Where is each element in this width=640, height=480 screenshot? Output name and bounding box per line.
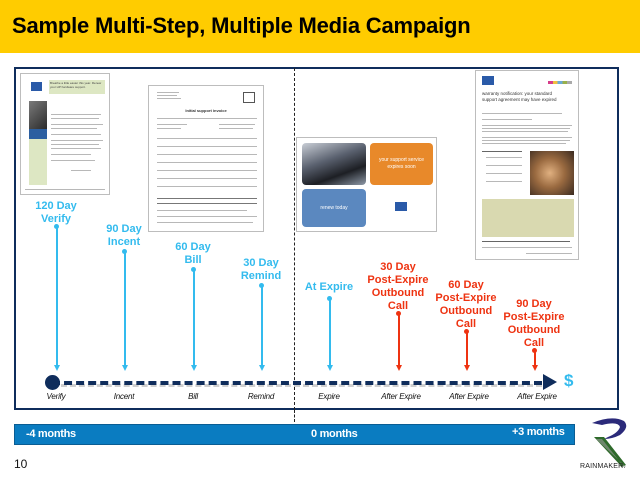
postcard-blue-panel: renew today [302, 189, 366, 227]
pre-expire-arrow-icon [259, 365, 265, 371]
post-expire-step-label-line: Post-Expire [367, 274, 429, 286]
month-label-end: +3 months [512, 426, 565, 438]
pre-expire-step-label: At Expire [289, 281, 369, 294]
pre-expire-step-label-line: At Expire [304, 281, 354, 293]
month-label-center: 0 months [311, 428, 358, 440]
title-bar: Sample Multi-Step, Multiple Media Campai… [0, 0, 640, 53]
post-expire-arrow-icon [396, 365, 402, 371]
pre-expire-step-connector [124, 251, 126, 365]
pre-expire-arrow-icon [191, 365, 197, 371]
timeline-axis [52, 381, 542, 385]
expiration-divider [294, 68, 295, 410]
letter-2-photo [530, 151, 574, 195]
color-swatches [548, 81, 572, 84]
letter-headline-box: Breathe a little easier this year. Renew… [49, 80, 105, 94]
thumbnail-postcard-expire: your support service expires soon renew … [296, 137, 437, 232]
letter-photo [29, 101, 47, 129]
hp-logo-icon [31, 82, 42, 91]
post-expire-step-label-line: Outbound [439, 305, 493, 317]
pre-expire-step-label-line: Verify [41, 213, 71, 225]
postcard-orange-text: your support service expires soon [378, 157, 425, 170]
hp-logo-icon [395, 202, 407, 211]
post-expire-step-label-line: Call [455, 318, 477, 330]
letter-2-green-box [482, 199, 574, 237]
pre-expire-step-label-line: Remind [240, 270, 282, 282]
timeline-start-dot [45, 375, 60, 390]
hp-logo-icon [243, 92, 255, 103]
dollar-icon: $ [564, 371, 574, 390]
axis-tick-label: After Expire [449, 392, 489, 401]
post-expire-step-connector [534, 350, 536, 365]
axis-tick-label: Expire [318, 392, 340, 401]
pre-expire-step-label-line: 60 Day [175, 241, 211, 253]
page-title: Sample Multi-Step, Multiple Media Campai… [12, 13, 471, 38]
rainmaker-logo-icon [592, 418, 627, 467]
axis-tick-label: Remind [247, 392, 275, 401]
rainmaker-logo-text: RAINMAKER. [580, 463, 626, 470]
axis-tick-label: After Expire [517, 392, 557, 401]
post-expire-step-connector [466, 331, 468, 365]
postcard-photo [302, 143, 366, 185]
month-bar: -4 months 0 months +3 months [14, 424, 575, 445]
letter-headline: Breathe a little easier this year. Renew… [50, 81, 102, 89]
thumbnail-invoice-bill: Initial support invoice [148, 85, 264, 232]
axis-tick-label: After Expire [381, 392, 421, 401]
pre-expire-step-label-line: 90 Day [106, 223, 142, 235]
post-expire-step-label-line: Post-Expire [435, 292, 497, 304]
month-label-start: -4 months [26, 428, 76, 440]
thumbnail-letter-post-expire: warranty notification: your standard sup… [475, 70, 579, 260]
page-number: 10 [14, 457, 28, 471]
postcard-orange-panel: your support service expires soon [370, 143, 433, 185]
post-expire-step-label-line: Outbound [371, 287, 425, 299]
post-expire-arrow-icon [464, 365, 470, 371]
post-expire-step-connector [398, 313, 400, 365]
pre-expire-arrow-icon [327, 365, 333, 371]
pre-expire-step-label-line: 30 Day [243, 257, 279, 269]
pre-expire-step-connector [56, 226, 58, 365]
letter-sidebar-blue [29, 129, 47, 139]
postcard-blue-text: renew today [320, 205, 348, 211]
pre-expire-step-connector [329, 298, 331, 365]
axis-tick-label: Verify [46, 392, 66, 401]
thumbnail-letter-verify: Breathe a little easier this year. Renew… [20, 73, 110, 195]
pre-expire-step-label-line: 120 Day [35, 200, 77, 212]
letter-sidebar-green [29, 139, 47, 185]
pre-expire-step-connector [261, 285, 263, 365]
timeline-frame [14, 67, 619, 410]
post-expire-step-label-line: 90 Day [516, 298, 552, 310]
invoice-heading: Initial support invoice [185, 108, 227, 113]
timeline-end-arrow-icon [543, 374, 557, 390]
post-expire-step-label-line: 30 Day [380, 261, 416, 273]
pre-expire-step-connector [193, 269, 195, 365]
axis-tick-label: Bill [188, 392, 198, 401]
letter-2-headline: warranty notification: your standard sup… [482, 91, 557, 102]
hp-logo-icon [482, 76, 494, 85]
post-expire-step-label-line: 60 Day [448, 279, 484, 291]
pre-expire-step-label-line: Incent [107, 236, 141, 248]
axis-tick-label: Incent [113, 392, 135, 401]
pre-expire-arrow-icon [122, 365, 128, 371]
post-expire-step-label-line: Post-Expire [503, 311, 565, 323]
pre-expire-step-label-line: Bill [184, 254, 202, 266]
post-expire-step-label-line: Call [387, 300, 409, 312]
timeline-axis-shadow [52, 384, 542, 387]
post-expire-arrow-icon [532, 365, 538, 371]
pre-expire-arrow-icon [54, 365, 60, 371]
post-expire-step-label-line: Call [523, 337, 545, 349]
post-expire-step-label-line: Outbound [507, 324, 561, 336]
expiration-divider-extension [294, 410, 295, 422]
